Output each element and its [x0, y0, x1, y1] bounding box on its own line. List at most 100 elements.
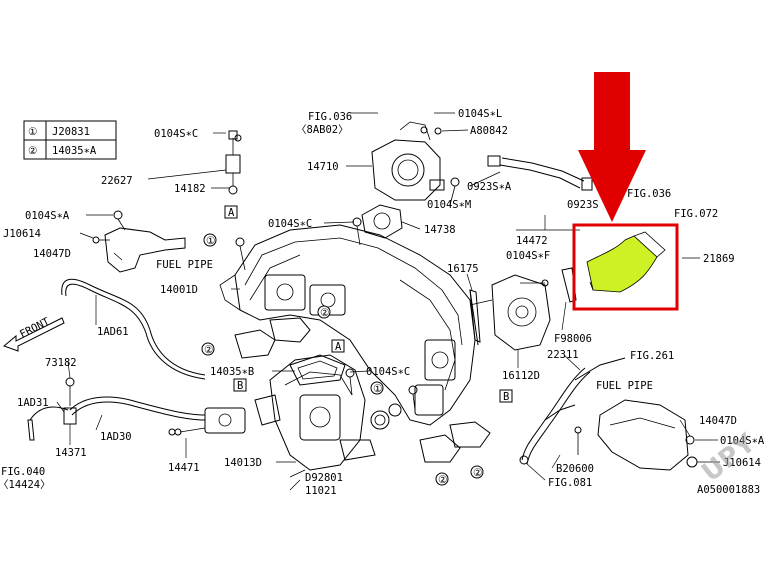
label-0923s-a-1: 0923S∗A	[467, 181, 512, 193]
gasket-14035b-part	[289, 354, 346, 386]
label-a80842: A80842	[470, 125, 508, 137]
part-drawings	[3, 121, 698, 471]
leader-lines	[56, 112, 720, 491]
label-0104s-a-right: 0104S∗A	[720, 435, 765, 447]
label-j10614-right: J10614	[723, 457, 761, 469]
bracket-right-part	[597, 399, 698, 471]
coolant-hose-part	[487, 155, 593, 191]
label-14424: 〈14424〉	[0, 479, 51, 491]
label-j10614-left: J10614	[3, 228, 41, 240]
label-16175: 16175	[447, 263, 479, 275]
label-21869: 21869	[703, 253, 735, 265]
label-circle1-a: ①	[206, 235, 216, 247]
bolt-set	[168, 126, 582, 455]
label-box-a2: A	[335, 341, 342, 353]
intake-manifold-part	[219, 224, 476, 426]
label-1ad31: 1AD31	[17, 397, 49, 409]
label-b20600: B20600	[556, 463, 594, 475]
label-1ad30: 1AD30	[100, 431, 132, 443]
label-11021: 11021	[305, 485, 337, 497]
legend-num-2: ②	[28, 145, 38, 157]
label-0104s-c-top: 0104S∗C	[154, 128, 198, 140]
label-14710: 14710	[307, 161, 339, 173]
gasket-set-part	[234, 317, 491, 463]
ref-box-b2	[499, 389, 513, 403]
label-73182: 73182	[45, 357, 77, 369]
label-22627: 22627	[101, 175, 133, 187]
label-front: FRONT	[18, 315, 52, 340]
label-fuel-pipe-left: FUEL PIPE	[156, 259, 213, 271]
label-circle1-b: ①	[373, 383, 383, 395]
label-14182: 14182	[174, 183, 206, 195]
label-a050001883: A050001883	[697, 484, 760, 496]
label-circle2-c: ②	[438, 474, 448, 486]
label-14371: 14371	[55, 447, 87, 459]
highlight-frame	[572, 223, 679, 311]
legend-cell-code-2	[45, 139, 117, 160]
legend-num-1: ①	[28, 126, 38, 138]
label-14047d-left: 14047D	[33, 248, 71, 260]
label-0104s-m: 0104S∗M	[427, 199, 471, 211]
label-box-b1: B	[237, 380, 243, 392]
label-box-a1: A	[228, 207, 235, 219]
ref-box-a2	[331, 339, 345, 353]
bracket-f98006-part	[561, 267, 577, 303]
label-box-b2: B	[503, 391, 509, 403]
ref-circle-1b	[370, 381, 384, 395]
ref-circle-2d	[470, 465, 484, 479]
ref-circle-2b	[201, 342, 215, 356]
label-fig036-right: FIG.036	[627, 188, 671, 200]
gasket-16175-part	[469, 289, 479, 346]
label-d92801: D92801	[305, 472, 343, 484]
label-fig040: FIG.040	[1, 466, 45, 478]
idle-valve-part	[469, 274, 551, 351]
label-circle2-a: ②	[320, 307, 330, 319]
legend-table: ① J20831 ② 14035∗A	[23, 120, 117, 160]
label-circle2-b: ②	[204, 344, 214, 356]
label-fuel-pipe-right: FUEL PIPE	[596, 380, 653, 392]
ref-box-a1	[224, 205, 238, 219]
label-14047d-right: 14047D	[699, 415, 737, 427]
label-16112d: 16112D	[502, 370, 540, 382]
throttle-gasket-part	[361, 204, 403, 239]
label-fig036-top: FIG.036	[308, 111, 352, 123]
label-14035-b: 14035∗B	[210, 366, 254, 378]
ref-box-b1	[233, 378, 247, 392]
legend-code-2: 14035∗A	[52, 145, 97, 157]
map-sensor-part	[225, 130, 241, 195]
label-14738: 14738	[424, 224, 456, 236]
fuel-hose-right-part	[519, 367, 591, 465]
label-22311: 22311	[547, 349, 579, 361]
throttle-body-part	[371, 121, 445, 201]
o-ring-part	[370, 403, 402, 430]
label-fig261: FIG.261	[630, 350, 674, 362]
ref-circle-2c	[435, 472, 449, 486]
collector-chamber-part	[254, 354, 376, 471]
label-0923s-a-2: 0923S	[567, 199, 599, 211]
label-14013d: 14013D	[224, 457, 262, 469]
label-0104s-c-mid: 0104S∗C	[268, 218, 312, 230]
label-14471: 14471	[168, 462, 200, 474]
solenoid-valve-part	[174, 407, 246, 436]
ref-circle-1a	[203, 233, 217, 247]
highlighted-part-21869	[586, 235, 658, 293]
fuel-pipe-right-part	[544, 357, 626, 421]
label-0104s-l: 0104S∗L	[458, 108, 502, 120]
label-fig072: FIG.072	[674, 208, 718, 220]
bracket-left-part	[92, 210, 186, 273]
highlight-arrow-shaft	[594, 72, 630, 154]
label-0104s-a-left: 0104S∗A	[25, 210, 70, 222]
legend-code-1: J20831	[52, 126, 90, 138]
label-0104s-f: 0104S∗F	[506, 250, 550, 262]
label-1ad61: 1AD61	[97, 326, 129, 338]
label-circle2-d: ②	[473, 467, 483, 479]
ref-circle-2a	[317, 305, 331, 319]
highlight-arrow-head	[578, 150, 646, 222]
label-8ab02: 〈8AB02〉	[296, 124, 349, 136]
label-0104s-c-low: 0104S∗C	[366, 366, 410, 378]
label-14472: 14472	[516, 235, 548, 247]
part-labels: 0104S∗C 22627 14182 A 0104S∗A J10614 140…	[0, 108, 765, 497]
highlight-callout	[572, 72, 679, 311]
